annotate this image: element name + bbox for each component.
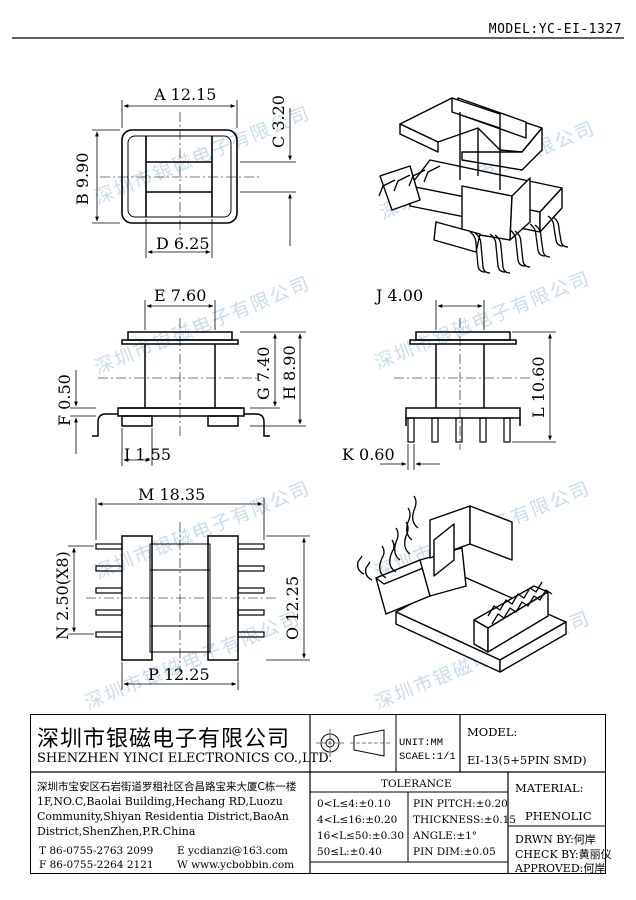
address-line-cn: 深圳市宝安区石岩街道罗租社区合昌路宝来大厦C栋一楼 — [37, 781, 297, 793]
tolerance-left-2: 4<L≤16:±0.20 — [317, 814, 398, 826]
dim-label-p: P 12.25 — [148, 665, 210, 684]
iso-view-top — [379, 97, 563, 253]
tolerance-right-1: PIN PITCH:±0.20 — [413, 798, 508, 810]
title-block-lines — [30, 714, 606, 874]
address-line-en-3: District,ShenZhen,P.R.China — [37, 825, 196, 838]
dim-label-j: J 4.00 — [374, 286, 423, 305]
dim-label-c: C 3.20 — [269, 95, 288, 148]
address-line-en-1: 1F,NO.C,Baolai Building,Hechang RD,Luozu — [37, 795, 283, 808]
side-view — [394, 318, 530, 450]
tolerance-left-3: 16<L≤50:±0.30 — [317, 830, 405, 842]
material-value: PHENOLIC — [525, 809, 592, 823]
iso-view-top-pins — [378, 165, 569, 274]
unit-label: UNIT:MM — [399, 737, 444, 749]
iso-view-bottom — [375, 505, 567, 673]
address-line-en-2: Community,Shiyan Residentia District,Bao… — [37, 810, 289, 823]
top-view-dims — [92, 100, 296, 258]
model-value: EI-13(5+5PIN SMD) — [467, 753, 587, 767]
dim-label-g: G 7.40 — [254, 347, 273, 401]
tolerance-left-1: 0<L≤4:±0.10 — [317, 798, 391, 810]
approved-by: APPROVED:何岸 — [515, 862, 606, 875]
dimension-labels: A 12.15 B 9.90 C 3.20 D 6.25 E 7.60 F 0.… — [53, 85, 548, 684]
front-view-dims — [70, 300, 306, 466]
dim-label-k: K 0.60 — [342, 445, 395, 464]
dim-label-d: D 6.25 — [156, 234, 210, 253]
header-model-label: MODEL:YC-EI-1327 — [488, 22, 622, 37]
company-name-cn: 深圳市银磁电子有限公司 — [37, 727, 291, 752]
phone-number: T 86-0755-2763 2099 — [39, 845, 154, 857]
material-label: MATERIAL: — [515, 781, 584, 795]
website-address: W www.ycbobbin.com — [177, 859, 295, 871]
scale-label: SCAEL:1/1 — [399, 751, 456, 763]
model-label: MODEL: — [467, 725, 518, 739]
bottom-view-dims — [68, 498, 310, 690]
top-view — [100, 112, 260, 240]
dim-label-m: M 18.35 — [138, 485, 205, 504]
tolerance-right-2: THICKNESS:±0.15 — [413, 814, 516, 826]
bottom-view — [86, 522, 276, 672]
email-address: E ycdianzi@163.com — [177, 845, 288, 857]
tolerance-left-4: 50≤L:±0.40 — [317, 846, 382, 858]
dim-label-e: E 7.60 — [154, 286, 206, 305]
tolerance-title: TOLERANCE — [381, 778, 452, 790]
checked-by: CHECK BY:黄丽仪 — [515, 848, 612, 861]
tolerance-right-3: ANGLE:±1° — [413, 830, 478, 842]
drawn-by: DRWN BY:何岸 — [515, 833, 596, 846]
dim-label-i: I 1.55 — [124, 445, 171, 464]
tolerance-right-4: PIN DIM:±0.05 — [413, 846, 496, 858]
front-view — [92, 318, 270, 438]
side-view-dims — [380, 300, 556, 470]
dim-label-n: N 2.50(X8) — [53, 551, 72, 640]
dim-label-a: A 12.15 — [153, 85, 216, 104]
iso-view-bottom-pins — [356, 495, 553, 625]
dim-label-o: O 12.25 — [283, 576, 302, 640]
company-name-en: SHENZHEN YINCI ELECTRONICS CO.,LTD. — [37, 751, 333, 766]
dim-label-h: H 8.90 — [280, 345, 299, 400]
dim-label-l: L 10.60 — [529, 356, 548, 418]
dim-label-b: B 9.90 — [73, 153, 92, 205]
dim-label-f: F 0.50 — [55, 374, 74, 426]
fax-number: F 86-0755-2264 2121 — [39, 859, 154, 871]
title-block: 深圳市银磁电子有限公司 SHENZHEN YINCI ELECTRONICS C… — [30, 714, 612, 875]
